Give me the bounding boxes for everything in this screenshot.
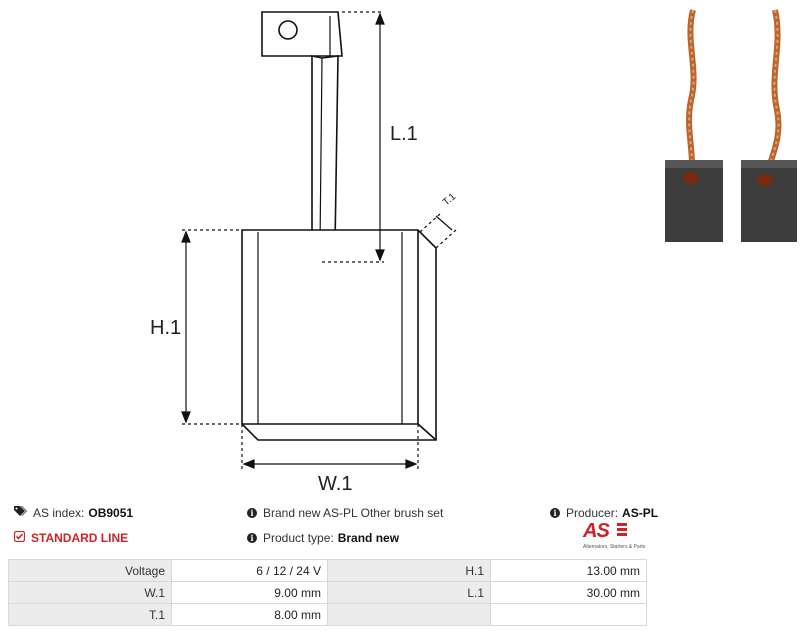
t1-dimension-line: [435, 215, 453, 231]
spec-value: 30.00 mm: [490, 581, 647, 604]
info-circle-icon: i: [550, 508, 560, 518]
spec-key: [326, 603, 492, 626]
brush-technical-drawing: L.1 H.1 W.1 T.1: [150, 11, 459, 495]
product-photo-brush-1: [665, 9, 723, 242]
info-circle-icon: i: [247, 533, 257, 543]
specifications-table: Voltage 6 / 12 / 24 V H.1 13.00 mm W.1 9…: [7, 559, 647, 626]
lug-hole: [278, 20, 298, 40]
product-type-value: Brand new: [337, 531, 400, 545]
h1-label: H.1: [150, 317, 181, 339]
product-line-row: STANDARD LINE: [13, 530, 129, 545]
producer-label: Producer:: [566, 506, 619, 520]
spec-value: 6 / 12 / 24 V: [171, 559, 328, 582]
spec-key: H.1: [326, 559, 492, 582]
product-photo-brush-2: [741, 9, 797, 242]
spec-value: 9.00 mm: [171, 581, 328, 604]
table-row: T.1 8.00 mm: [7, 603, 647, 626]
spec-value: 13.00 mm: [490, 559, 647, 582]
info-circle-icon: i: [247, 508, 257, 518]
spec-key: L.1: [326, 581, 492, 604]
spec-value: 8.00 mm: [171, 603, 328, 626]
producer-row: i Producer: AS-PL: [550, 506, 658, 520]
spec-key: W.1: [7, 581, 173, 604]
as-index-value[interactable]: OB9051: [88, 506, 134, 520]
brush-body: [241, 229, 437, 441]
product-type-row: i Product type: Brand new: [247, 531, 399, 545]
tags-icon: [14, 506, 27, 520]
logo-text: AS: [583, 520, 610, 542]
as-index-label: AS index:: [33, 506, 85, 520]
table-row: Voltage 6 / 12 / 24 V H.1 13.00 mm: [7, 559, 647, 582]
spec-value: [490, 603, 647, 626]
t1-label: T.1: [441, 191, 459, 208]
spec-key: Voltage: [7, 559, 173, 582]
check-square-icon: [13, 530, 26, 545]
logo-subtitle: Alternators, Starters & Parts: [583, 544, 646, 550]
product-line-label: STANDARD LINE: [31, 531, 129, 545]
l1-label: L.1: [390, 123, 418, 145]
description-text: Brand new AS-PL Other brush set: [263, 506, 444, 520]
table-row: W.1 9.00 mm L.1 30.00 mm: [7, 581, 647, 604]
logo-bars: [617, 523, 627, 539]
product-type-label: Product type:: [263, 531, 334, 545]
description-row: i Brand new AS-PL Other brush set: [247, 506, 443, 520]
producer-value: AS-PL: [622, 506, 659, 520]
as-pl-logo: AS Alternators, Starters & Parts: [583, 520, 653, 550]
spec-key: T.1: [7, 603, 173, 626]
as-index-row: AS index: OB9051: [14, 506, 133, 520]
w1-label: W.1: [318, 473, 352, 495]
